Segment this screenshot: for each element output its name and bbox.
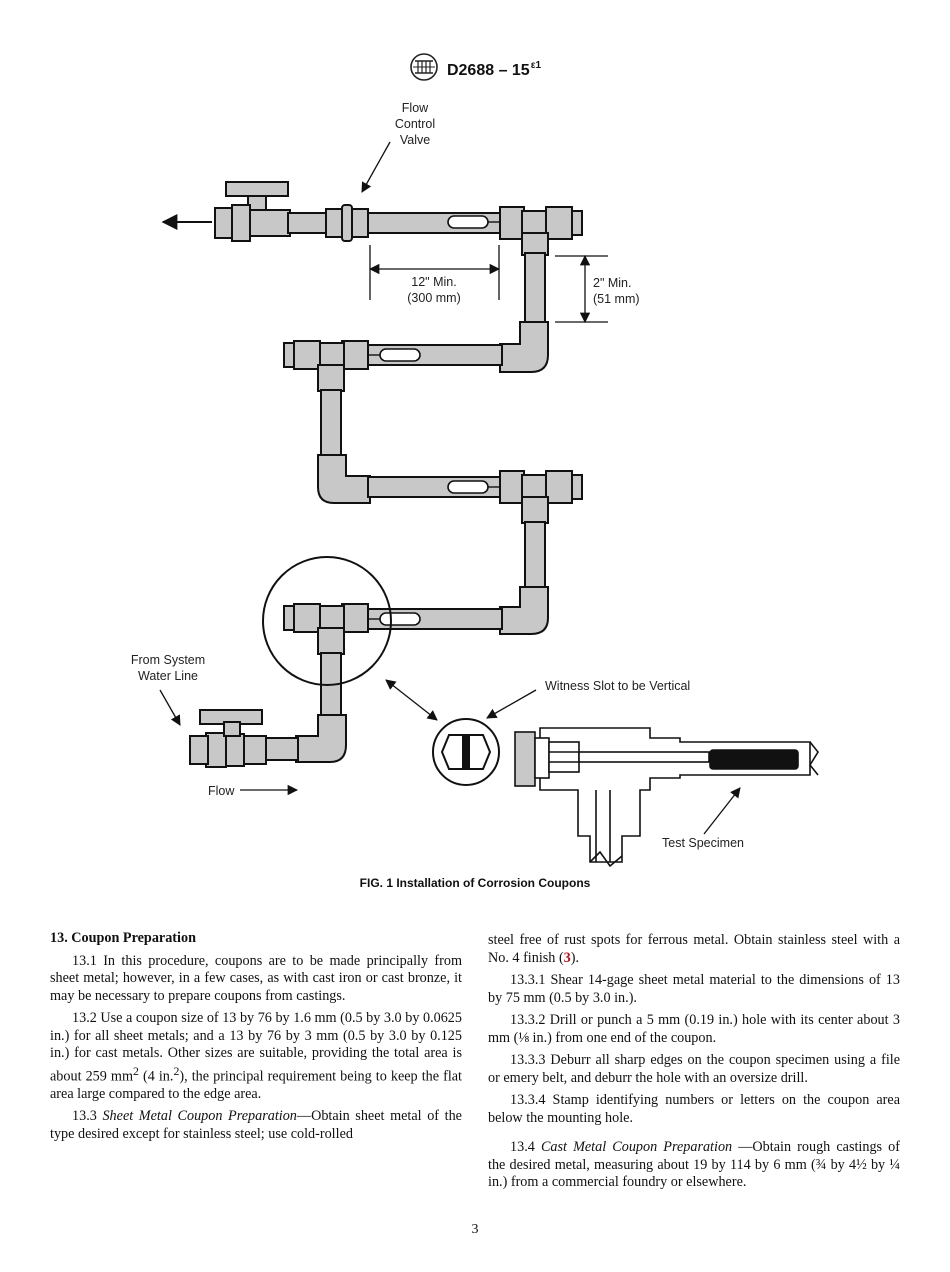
second-tee-right xyxy=(341,340,369,370)
third-tee-left xyxy=(499,470,525,504)
valve-pointer xyxy=(361,141,391,193)
second-tee-left xyxy=(293,340,321,370)
paragraph-13-2: 13.2 Use a coupon size of 13 by 76 by 1.… xyxy=(50,1010,462,1102)
paragraph-13-3-title: Sheet Metal Coupon Preparation xyxy=(102,1108,297,1125)
paragraph-13-3-continued: steel free of rust spots for ferrous met… xyxy=(488,932,900,966)
page-number: 3 xyxy=(471,1222,479,1237)
top-valve-left-body xyxy=(214,207,234,239)
paragraph-13-3-3: 13.3.3 Deburr all sharp edges on the cou… xyxy=(488,1052,900,1086)
left-column: 13. Coupon Preparation 13.1 In this proc… xyxy=(50,930,462,1148)
bottom-valve-body xyxy=(241,735,267,765)
dim-12-label-line-2: (300 mm) xyxy=(407,291,460,305)
section-heading: 13. Coupon Preparation xyxy=(50,930,196,946)
bottom-valve-collar xyxy=(225,733,245,767)
page-header: D2688 – 15ε1 xyxy=(0,52,950,87)
paragraph-13-1: 13.1 In this procedure, coupons are to b… xyxy=(50,952,462,1004)
elbow-2 xyxy=(317,454,371,504)
astm-logo xyxy=(409,52,439,87)
coupon-slot-2 xyxy=(379,348,421,362)
tee-section-view xyxy=(514,727,819,868)
second-plug xyxy=(283,342,295,368)
right-column: steel free of rust spots for ferrous met… xyxy=(488,932,900,1197)
coupon-slot-3 xyxy=(447,480,489,494)
top-tee-down xyxy=(521,232,549,256)
fourth-tee-body xyxy=(317,605,345,631)
dim-2-label-line-2: (51 mm) xyxy=(593,292,640,306)
standard-designation: D2688 – 15ε1 xyxy=(447,60,541,80)
paragraph-13-4-title: Cast Metal Coupon Preparation xyxy=(540,1139,733,1155)
coupon-slot-1 xyxy=(447,215,489,229)
corrosion-coupon-installation-diagram: Flow Control Valve 12" Min. (300 mm) 2" … xyxy=(131,101,819,868)
detail-arrow xyxy=(385,679,438,721)
from-system-label-line-2: Water Line xyxy=(138,669,198,683)
top-tee-right xyxy=(545,206,573,240)
figure-caption: FIG. 1 Installation of Corrosion Coupons xyxy=(359,876,591,890)
top-valve-body xyxy=(249,209,291,237)
top-valve-nut xyxy=(231,204,251,242)
detail-circle xyxy=(262,556,392,686)
elbow-4 xyxy=(295,714,347,763)
witness-slot-label: Witness Slot to be Vertical xyxy=(545,679,690,693)
dim-2-label-line-1: 2" Min. xyxy=(593,276,631,290)
vertical-pipe-2 xyxy=(320,389,342,457)
fourth-tee-right xyxy=(341,603,369,633)
valve-label-line-2: Control xyxy=(395,117,435,131)
flow-label: Flow xyxy=(208,784,235,798)
third-plug xyxy=(571,474,583,500)
paragraph-13-3-4: 13.3.4 Stamp identifying numbers or lett… xyxy=(488,1092,900,1126)
second-tee-body xyxy=(317,342,345,368)
test-specimen-label: Test Specimen xyxy=(662,836,744,850)
dim-12-label-line-1: 12" Min. xyxy=(411,275,456,289)
union-center xyxy=(341,204,353,242)
epsilon-superscript: ε1 xyxy=(530,59,542,71)
coupon-slot-4 xyxy=(379,612,421,626)
top-tee-body xyxy=(521,210,549,236)
third-tee-down xyxy=(521,496,549,524)
plug-end-view xyxy=(432,718,500,786)
specimen-pointer xyxy=(703,787,741,835)
union-left xyxy=(325,208,343,238)
top-valve-handle xyxy=(225,181,289,197)
designation-text: D2688 – 15 xyxy=(446,61,530,79)
bottom-valve-end xyxy=(189,735,209,765)
from-system-label-line-1: From System xyxy=(131,653,205,667)
paragraph-13-3-1: 13.3.1 Shear 14-gage sheet metal materia… xyxy=(488,972,900,1006)
fourth-plug xyxy=(283,605,295,631)
bottom-valve-stem xyxy=(223,721,241,737)
top-tee-left xyxy=(499,206,525,240)
top-plug xyxy=(571,210,583,236)
bottom-nipple xyxy=(263,737,299,761)
third-tee-right xyxy=(545,470,573,504)
paragraph-13-3-2: 13.3.2 Drill or punch a 5 mm (0.19 in.) … xyxy=(488,1012,900,1046)
vertical-pipe-3 xyxy=(524,521,546,589)
elbow-3 xyxy=(499,586,549,635)
inflow-pointer xyxy=(159,689,181,726)
elbow-1 xyxy=(499,321,549,373)
union-right xyxy=(351,208,369,238)
second-tee-down xyxy=(317,364,345,392)
witness-pointer xyxy=(486,689,537,719)
fourth-tee-down xyxy=(317,627,345,655)
fourth-tee-left xyxy=(293,603,321,633)
top-nipple xyxy=(287,212,329,234)
valve-label-line-1: Flow xyxy=(402,101,429,115)
vertical-pipe-1 xyxy=(524,252,546,324)
reference-3-link[interactable]: 3 xyxy=(563,949,571,966)
paragraph-13-4: 13.4 Cast Metal Coupon Preparation —Obta… xyxy=(488,1139,900,1190)
valve-label-line-3: Valve xyxy=(400,133,430,147)
paragraph-13-3: 13.3 Sheet Metal Coupon Preparation—Obta… xyxy=(50,1108,462,1142)
third-tee-body xyxy=(521,474,549,500)
